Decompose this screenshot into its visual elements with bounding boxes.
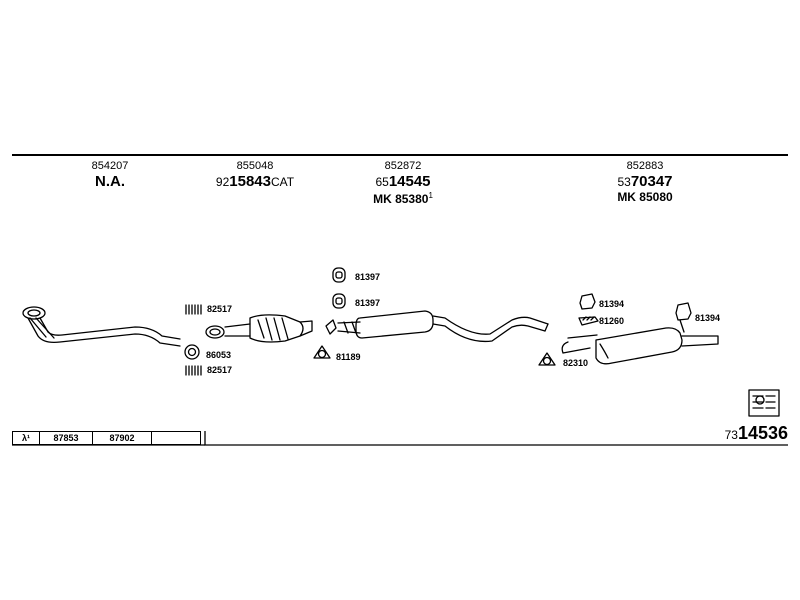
group-code: 852872	[384, 160, 422, 172]
front-silencer-icon	[337, 310, 549, 343]
catalytic-converter-icon	[224, 314, 313, 343]
part-prefix: 92	[215, 174, 230, 189]
group-main: N.A.	[95, 172, 125, 190]
part-number: 14545	[388, 172, 431, 190]
part-number: 70347	[630, 172, 673, 190]
group-catalyst: 855048 9215843CAT	[180, 160, 330, 191]
mounting-kit: MK 85380	[373, 192, 429, 207]
group-code: 854207	[91, 160, 129, 172]
clamp-icon	[185, 304, 202, 376]
part-number: 15843	[229, 172, 271, 190]
exhaust-front-pipe-icon	[22, 306, 181, 347]
part-prefix: 53	[617, 174, 631, 189]
lambda-symbol: λ¹	[12, 431, 40, 445]
lambda-table: λ¹ 87853 87902	[12, 431, 201, 445]
lambda-part: 87902	[92, 431, 152, 445]
label-81394-left: 81394	[599, 299, 625, 309]
base-line	[204, 431, 788, 446]
label-82517-top: 82517	[207, 304, 233, 314]
group-front-silencer: 852872 6514545 MK 853801	[328, 160, 478, 207]
header-rule	[12, 154, 788, 156]
gasket-ring-icon	[313, 345, 331, 359]
rubber-mount-icon	[332, 267, 346, 309]
group-front-pipe: 854207 N.A.	[35, 160, 185, 190]
label-81397-bottom: 81397	[355, 298, 381, 308]
rear-silencer-icon	[561, 327, 719, 365]
catalog-main: 14536	[737, 423, 788, 443]
lambda-part: 87853	[39, 431, 93, 445]
mounting-kit-footnote: 1	[428, 191, 433, 201]
part-suffix: CAT	[270, 174, 295, 189]
label-82517-bottom: 82517	[207, 365, 233, 375]
group-rear-silencer: 852883 5370347 MK 85080	[570, 160, 720, 205]
catalog-prefix: 73	[724, 428, 738, 442]
mounting-kit: MK 85080	[617, 190, 673, 205]
label-81189: 81189	[336, 352, 361, 362]
label-81397-top: 81397	[355, 272, 381, 282]
group-code: 855048	[236, 160, 274, 172]
label-86053: 86053	[206, 350, 232, 360]
label-81260: 81260	[599, 316, 625, 326]
group-code: 852883	[626, 160, 664, 172]
part-prefix: 65	[375, 174, 389, 189]
label-82310: 82310	[563, 358, 589, 368]
label-81394-right: 81394	[695, 313, 721, 323]
catalog-number: 7314536	[725, 423, 788, 444]
lambda-part-empty	[151, 431, 201, 445]
gasket-ring-icon	[184, 325, 225, 360]
book-icon	[748, 389, 780, 417]
bracket-icon	[538, 293, 692, 366]
